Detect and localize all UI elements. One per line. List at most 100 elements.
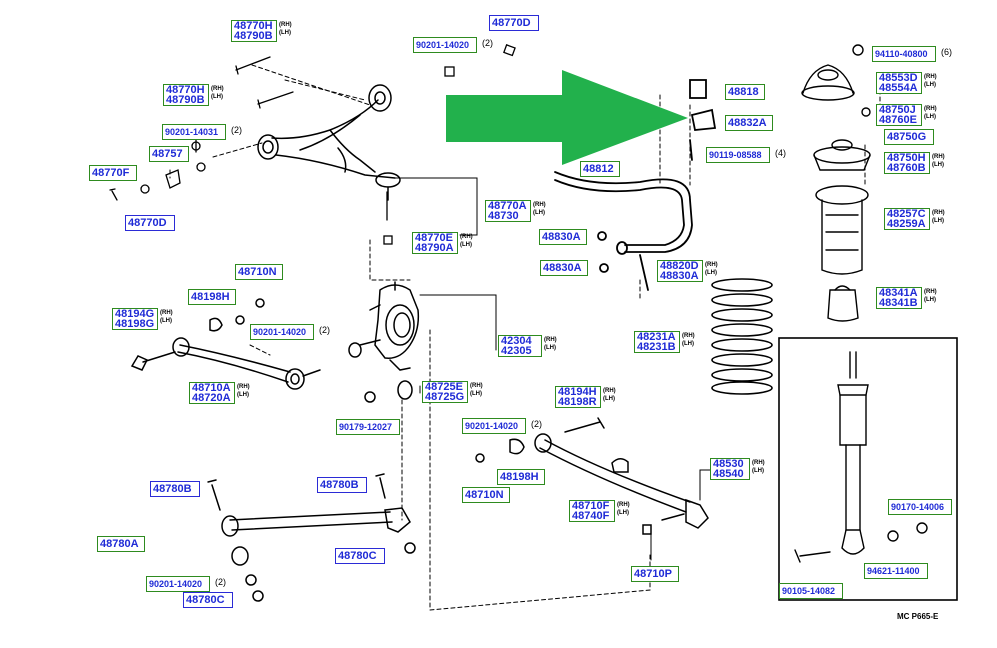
side-text: (LH) [544, 345, 556, 351]
side-text: (RH) [682, 333, 695, 339]
part-number: 48750J [879, 104, 916, 116]
side-text: (RH) [544, 337, 557, 343]
part-label-l44[interactable]: 48780B [150, 481, 200, 497]
part-label-l47[interactable]: 48780C [335, 548, 385, 564]
quantity-marker: (2) [531, 419, 542, 429]
part-label-l26[interactable]: 48198H [188, 289, 236, 305]
part-label-l6[interactable]: 48757 [149, 146, 189, 162]
side-marker: (RH)(LH) [924, 288, 937, 304]
quantity-marker: (6) [941, 47, 952, 57]
part-label-l2[interactable]: 48770D [489, 15, 539, 31]
part-number: 94110-40800 [875, 49, 928, 59]
part-number: 48198H [191, 291, 230, 303]
part-label-l39[interactable]: 48710P [631, 566, 679, 582]
part-label-l41[interactable]: 90170-14006 [888, 499, 952, 515]
part-number: 48198H [500, 471, 539, 483]
part-label-l11[interactable]: 48818 [725, 84, 765, 100]
part-number: 48540 [713, 468, 744, 480]
part-label-l35[interactable]: 90201-14020 [462, 418, 526, 434]
part-number: 48710N [465, 489, 504, 501]
coil-spring [711, 278, 773, 395]
side-marker: (RH)(LH) [160, 309, 173, 325]
part-number: 90201-14020 [149, 579, 203, 589]
part-label-l8[interactable]: 48770D [125, 215, 175, 231]
part-number: 48790A [415, 242, 454, 254]
side-text: (RH) [932, 210, 945, 216]
part-label-l3[interactable]: 90201-14020 [413, 37, 477, 53]
part-number: 48790B [166, 94, 205, 106]
part-label-l37[interactable]: 48710N [462, 487, 510, 503]
part-label-l46[interactable]: 48780A [97, 536, 145, 552]
part-number: 48770D [492, 17, 531, 29]
side-marker: (RH)(LH) [705, 261, 718, 277]
part-label-l14[interactable]: 48812 [580, 161, 620, 177]
part-label-l43[interactable]: 90105-14082 [779, 583, 843, 599]
side-marker: (RH)(LH) [603, 387, 616, 403]
side-text: (RH) [160, 310, 173, 316]
side-marker: (RH)(LH) [752, 459, 765, 475]
part-number: 48341B [879, 297, 918, 309]
part-number: 48257C [887, 208, 926, 220]
part-number: 48554A [879, 82, 918, 94]
part-label-l25[interactable]: 48710N [235, 264, 283, 280]
lower-arm-left [130, 298, 321, 390]
part-label-l28[interactable]: 90201-14020 [250, 324, 314, 340]
side-text: (LH) [617, 510, 629, 516]
part-number: 48194H [558, 386, 597, 398]
part-number: 48780B [153, 483, 192, 495]
part-label-l16[interactable]: 48830A [540, 260, 588, 276]
part-label-l15[interactable]: 48830A [539, 229, 587, 245]
part-label-l21[interactable]: 48750G [884, 129, 934, 145]
part-number: 48341A [879, 287, 918, 299]
part-number: 48820D [660, 260, 699, 272]
side-marker: (RH)(LH) [682, 332, 695, 348]
side-marker: (RH)(LH) [617, 501, 630, 517]
part-label-l36[interactable]: 48198H [497, 469, 545, 485]
shock-absorber [794, 351, 928, 563]
side-text: (RH) [705, 262, 718, 268]
part-label-l30[interactable]: 90179-12027 [336, 419, 400, 435]
side-text: (LH) [237, 392, 249, 398]
green-arrow [446, 70, 688, 165]
part-number: 48770F [92, 167, 130, 179]
part-label-l42[interactable]: 94621-11400 [864, 563, 928, 579]
part-label-l13[interactable]: 90119-08588 [706, 147, 770, 163]
part-label-l49[interactable]: 48780C [183, 592, 233, 608]
part-number: 48198R [558, 396, 597, 408]
side-text: (RH) [211, 86, 224, 92]
part-label-l45[interactable]: 48780B [317, 477, 367, 493]
part-label-l12[interactable]: 48832A [725, 115, 773, 131]
part-number: 48760B [887, 162, 926, 174]
part-label-l48[interactable]: 90201-14020 [146, 576, 210, 592]
bump-boot [821, 199, 863, 322]
side-marker: (RH)(LH) [924, 73, 937, 89]
lower-arm-rear [207, 473, 416, 602]
part-label-l18[interactable]: 94110-40800 [872, 46, 936, 62]
part-label-l7[interactable]: 48770F [89, 165, 137, 181]
side-text: (RH) [533, 202, 546, 208]
part-number: 48710N [238, 266, 277, 278]
side-text: (RH) [924, 289, 937, 295]
part-number: 48720A [192, 392, 231, 404]
side-marker: (RH)(LH) [932, 209, 945, 225]
part-label-l5[interactable]: 90201-14031 [162, 124, 226, 140]
part-number: 90201-14020 [253, 327, 307, 337]
